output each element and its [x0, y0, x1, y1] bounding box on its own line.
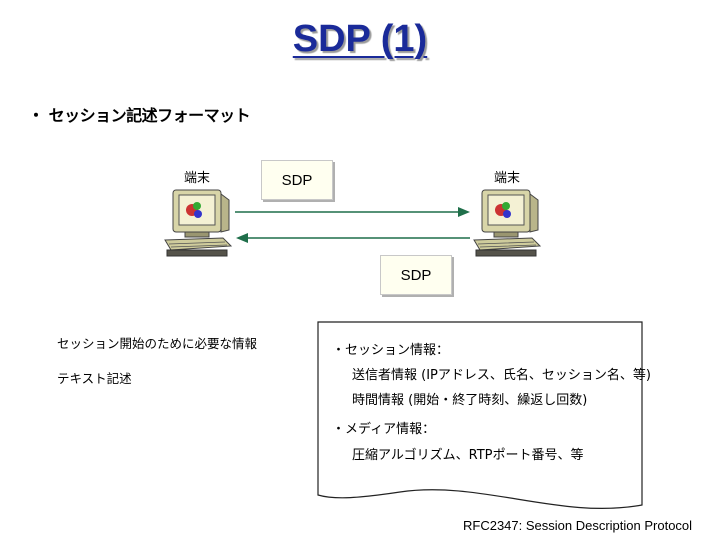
note-text-description: テキスト記述 — [57, 371, 132, 386]
computer-left-icon — [164, 189, 233, 257]
terminal-left-label: 端末 — [184, 171, 211, 186]
slide-title: SDP (1) — [292, 18, 428, 60]
doc-codec-info: 圧縮アルゴリズム、RTPポート番号、等 — [352, 448, 584, 463]
arrow-right-icon — [235, 207, 470, 217]
computer-right-icon — [473, 189, 542, 257]
sdp-top-box: SDP — [261, 160, 333, 200]
sdp-bottom-label: SDP — [400, 266, 432, 284]
doc-media-info: ・メディア情報： — [332, 422, 436, 437]
arrows-layer — [235, 207, 470, 243]
sdp-bottom-box: SDP — [380, 255, 452, 295]
citation: RFC2347: Session Description Protocol — [463, 518, 693, 533]
sdp-top-label: SDP — [281, 171, 313, 189]
doc-sender-info: 送信者情報 (IPアドレス、氏名、セッション名、等) — [352, 368, 651, 383]
arrow-left-icon — [236, 233, 470, 243]
terminal-right-label: 端末 — [494, 171, 521, 186]
doc-time-info: 時間情報 (開始・終了時刻、繰返し回数) — [352, 393, 588, 408]
note-required-info: セッション開始のために必要な情報 — [57, 336, 258, 351]
doc-session-info: ・セッション情報： — [332, 343, 450, 358]
section-heading: ・ セッション記述フォーマット — [28, 106, 251, 125]
